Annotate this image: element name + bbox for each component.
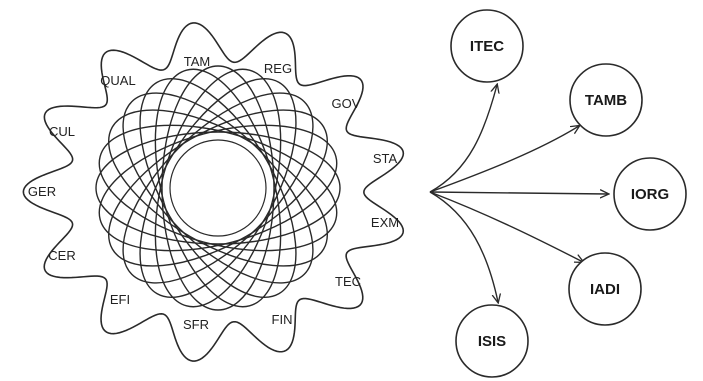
- rosette-core: [169, 139, 267, 237]
- rosette-loop: [139, 77, 297, 299]
- node-iorg-circle: [613, 157, 687, 231]
- rosette-loop: [95, 131, 341, 245]
- arrow-to-iorg: [429, 192, 608, 194]
- rosette-weave: [95, 65, 341, 311]
- node-iadi-circle: [568, 252, 642, 326]
- node-tamb-circle: [569, 63, 643, 137]
- petal-label-sfr: SFR: [183, 317, 209, 332]
- petal-label-exm: EXM: [371, 215, 399, 230]
- petal-label-tam: TAM: [184, 54, 210, 69]
- node-iadi: IADI: [568, 252, 642, 326]
- petal-label-qual: QUAL: [100, 73, 135, 88]
- petal-label-fin: FIN: [272, 312, 293, 327]
- arrow-to-iadi: [429, 191, 583, 262]
- node-isis: ISIS: [455, 304, 529, 378]
- rosette-loop: [122, 92, 314, 284]
- rosette-loop: [98, 124, 338, 252]
- arrow-to-tamb: [429, 126, 579, 193]
- node-iorg-label: IORG: [631, 186, 669, 203]
- rosette-loop: [154, 68, 282, 308]
- petal-label-cer: CER: [48, 248, 75, 263]
- petal-label-gov: GOV: [332, 96, 361, 111]
- petal-label-efi: EFI: [110, 292, 130, 307]
- rosette-labels: TAM REG GOV STA EXM TEC FIN SFR EFI CER …: [28, 54, 399, 332]
- node-itec-circle: [450, 9, 524, 83]
- rosette-loop: [98, 124, 338, 252]
- arrow-to-isis: [429, 191, 498, 302]
- rosette-loop: [161, 65, 275, 311]
- node-itec-label: ITEC: [470, 38, 504, 55]
- node-isis-label: ISIS: [478, 333, 506, 350]
- output-arrows: [429, 85, 608, 302]
- rosette-loop: [107, 109, 329, 267]
- petal-label-sta: STA: [373, 151, 398, 166]
- rosette-loop: [122, 92, 314, 284]
- petal-label-tec: TEC: [335, 274, 361, 289]
- rosette-loop: [154, 68, 282, 308]
- node-tamb: TAMB: [569, 63, 643, 137]
- node-tamb-label: TAMB: [585, 92, 627, 109]
- petal-label-ger: GER: [28, 184, 56, 199]
- petal-label-reg: REG: [264, 61, 292, 76]
- node-isis-circle: [455, 304, 529, 378]
- petal-label-cul: CUL: [49, 124, 75, 139]
- node-iadi-label: IADI: [590, 281, 620, 298]
- arrow-to-itec: [429, 85, 497, 193]
- node-iorg: IORG: [613, 157, 687, 231]
- rosette-loop: [107, 109, 329, 267]
- node-itec: ITEC: [450, 9, 524, 83]
- rosette-loop: [139, 77, 297, 299]
- rosette-outer-boundary: [22, 22, 405, 362]
